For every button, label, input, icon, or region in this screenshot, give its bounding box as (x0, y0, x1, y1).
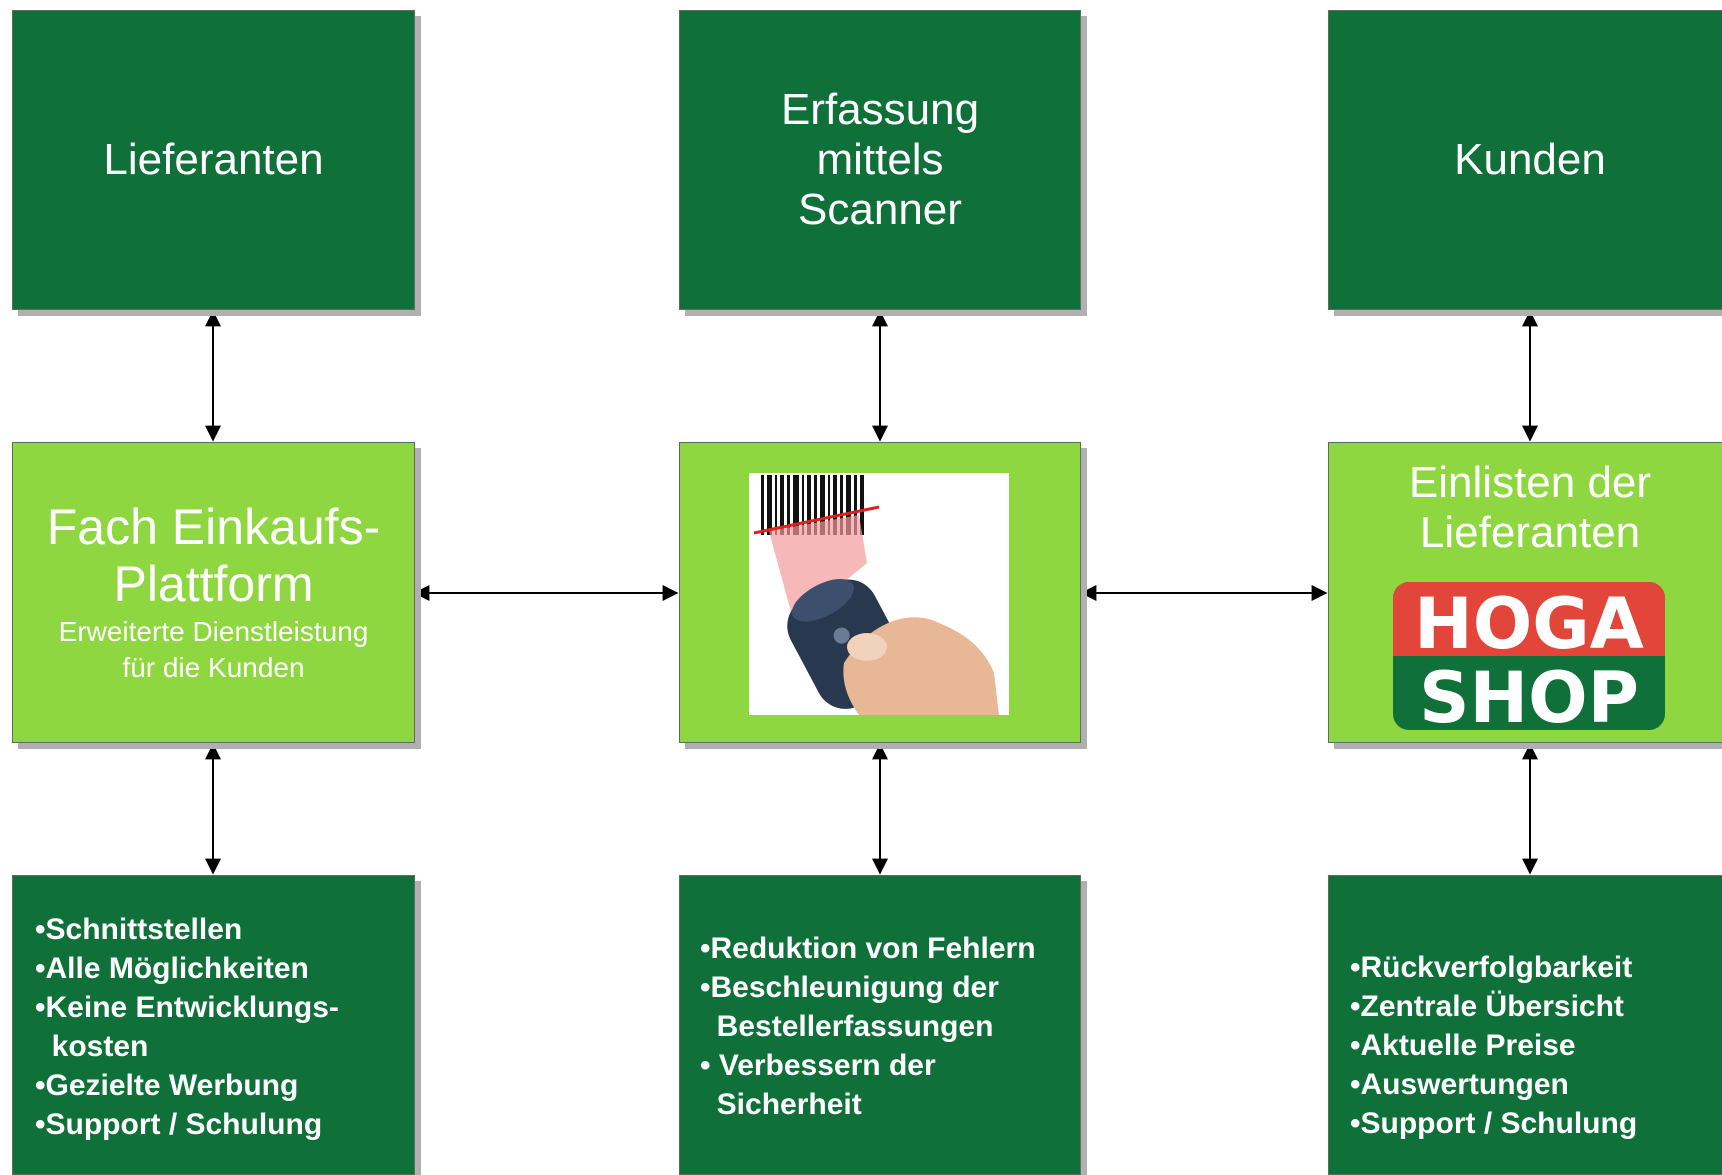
plattform-title-line-2: Plattform (113, 556, 314, 613)
list-item: •Beschleunigung der (700, 971, 999, 1004)
list-item: •Aktuelle Preise (1350, 1029, 1576, 1062)
erfassung-line-2: mittels (816, 134, 944, 184)
plattform-subtitle-line-1: Erweiterte Dienstleistung (58, 615, 369, 647)
list-item: •Schnittstellen (35, 913, 243, 946)
list-item: Bestellerfassungen (700, 1010, 994, 1043)
lieferanten-label: Lieferanten (103, 134, 324, 184)
list-item: •Zentrale Übersicht (1350, 990, 1624, 1023)
box-erfassung-scanner: Erfassung mittels Scanner (679, 10, 1081, 310)
list-item: •Reduktion von Fehlern (700, 932, 1036, 965)
list-item: •Rückverfolgbarkeit (1350, 951, 1633, 984)
list-item: •Support / Schulung (35, 1108, 323, 1141)
erfassung-line-1: Erfassung (780, 84, 980, 134)
scanner-benefits-list: •Reduktion von Fehlern •Beschleunigung d… (700, 929, 1036, 1124)
list-item: •Auswertungen (1350, 1068, 1569, 1101)
erfassung-line-3: Scanner (798, 185, 962, 235)
box-plattform-benefits (12, 875, 415, 1175)
plattform-title-line-1: Fach Einkaufs- (46, 498, 381, 555)
box-lieferanten: Lieferanten (12, 10, 415, 310)
list-item: •Keine Entwicklungs- (35, 991, 339, 1024)
plattform-subtitle-line-2: für die Kunden (122, 652, 305, 683)
hoga-logo-bottom: SHOP (1419, 657, 1639, 730)
list-item: kosten (35, 1030, 149, 1063)
box-kunden: Kunden (1328, 10, 1722, 310)
plattform-benefits-list: •Schnittstellen •Alle Möglichkeiten •Kei… (35, 910, 339, 1144)
kunden-label: Kunden (1454, 134, 1606, 184)
einlisten-line-1: Einlisten der (1408, 458, 1652, 507)
box-fach-einkaufsplattform: Fach Einkaufs- Plattform Erweiterte Dien… (12, 442, 415, 743)
list-item: •Support / Schulung (1350, 1107, 1638, 1140)
kunden-benefits-list: •Rückverfolgbarkeit •Zentrale Übersicht … (1350, 948, 1637, 1143)
hoga-logo-top: HOGA (1414, 583, 1644, 665)
box-scanner-benefits (679, 875, 1081, 1175)
barcode-scanner-image (749, 473, 1009, 715)
list-item: •Alle Möglichkeiten (35, 952, 309, 985)
hoga-shop-logo: HOGA SHOP (1393, 582, 1665, 739)
list-item: •Gezielte Werbung (35, 1069, 299, 1102)
list-item: Sicherheit (700, 1088, 862, 1121)
einlisten-line-2: Lieferanten (1419, 508, 1641, 558)
list-item: • Verbessern der (700, 1049, 936, 1082)
